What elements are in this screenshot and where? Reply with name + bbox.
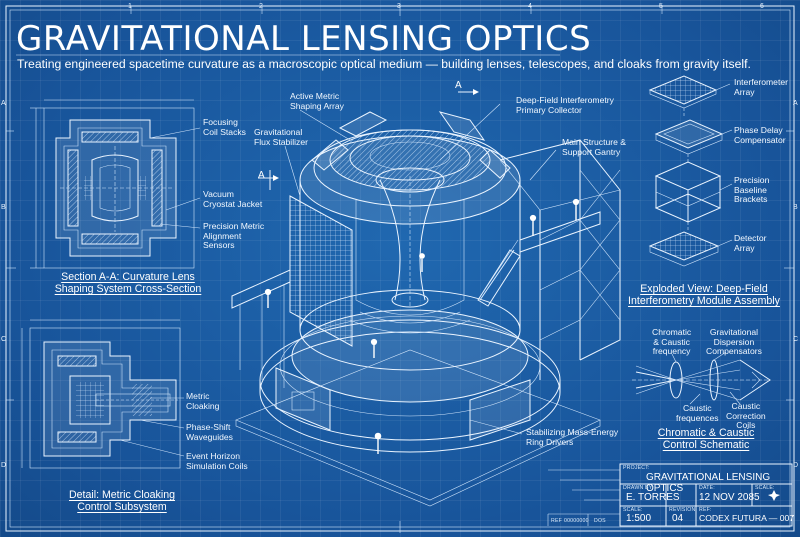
label-focusing-coils: Focusing Coil Stacks xyxy=(203,117,246,137)
section-mark-a-top: A xyxy=(455,80,462,91)
border-marker-top-3: 3 xyxy=(397,3,401,10)
tb-date-label: DATE: xyxy=(699,485,715,491)
label-baseline-brackets: Precision Baseline Brackets xyxy=(734,175,770,205)
tb-revision-label: REVISION: xyxy=(669,507,698,513)
border-marker-top-5: 5 xyxy=(659,3,663,10)
label-waveguides: Phase-Shift Waveguides xyxy=(186,422,233,442)
label-flux-stabilizer: Gravitational Flux Stabilizer xyxy=(254,127,308,147)
tb-scale-label-top: SCALE: xyxy=(755,485,775,491)
label-phase-delay: Phase Delay Compensator xyxy=(734,125,786,145)
border-marker-top-1: 1 xyxy=(128,3,132,10)
tb-ref: CODEX FUTURA — 007 xyxy=(699,513,795,523)
exploded-view-drawing xyxy=(648,75,733,267)
tb-ref-small: 00000000 xyxy=(564,518,589,524)
tb-scale-label: SCALE: xyxy=(623,507,643,513)
border-marker-left-a: A xyxy=(1,100,6,107)
figures xyxy=(264,198,580,454)
border-marker-right-b: B xyxy=(793,204,798,211)
cloak-detail-drawing xyxy=(21,319,185,469)
main-assembly-drawing xyxy=(231,89,621,507)
label-interferometer-array: Interferometer Array xyxy=(734,77,788,97)
tb-scale: 1:500 xyxy=(626,513,652,524)
label-metric-cloaking: Metric Cloaking xyxy=(186,391,220,411)
label-alignment-sensors: Precision Metric Alignment Sensors xyxy=(203,221,265,251)
label-gantry: Main Structure & Support Gantry xyxy=(562,137,626,157)
caption-cloak-detail: Detail: Metric Cloaking Control Subsyste… xyxy=(69,489,175,513)
border-marker-right-d: D xyxy=(793,462,799,469)
tb-project-label: PROJECT: xyxy=(623,465,650,471)
label-ring-drivers: Stabilizing Mass-Energy Ring Drivers xyxy=(526,427,619,447)
tb-ref-small-label: REF xyxy=(551,518,562,524)
title-block-frame xyxy=(547,463,793,527)
label-dispersion-compensators: Gravitational Dispersion Compensators xyxy=(706,327,762,357)
section-a-drawing xyxy=(30,99,201,269)
caption-section-a: Section A-A: Curvature Lens Shaping Syst… xyxy=(54,271,202,295)
label-primary-collector: Deep-Field Interferometry Primary Collec… xyxy=(516,95,614,115)
tb-dos-label: DOS xyxy=(594,518,606,524)
label-horizon-coils: Event Horizon Simulation Coils xyxy=(186,451,248,471)
tb-drawn-by: E. TORRES xyxy=(626,492,680,503)
tb-drawn-by-label: DRAWN BY: xyxy=(623,485,654,491)
border-marker-left-c: C xyxy=(1,336,7,343)
label-shaping-array: Active Metric Shaping Array xyxy=(290,91,344,111)
border-marker-top-2: 2 xyxy=(259,3,263,10)
section-mark-a-left: A xyxy=(258,170,265,181)
caption-exploded-view: Exploded View: Deep-Field Interferometry… xyxy=(628,283,780,307)
border-marker-right-c: C xyxy=(793,336,799,343)
caption-chromatic-schematic: Chromatic & Caustic Control Schematic xyxy=(657,427,755,451)
label-correction-coils: Caustic Correction Coils xyxy=(726,401,766,431)
border-marker-top-4: 4 xyxy=(528,3,532,10)
border-marker-left-b: B xyxy=(1,204,6,211)
label-caustic-frequency: Chromatic & Caustic frequency xyxy=(652,327,692,357)
border-marker-top-6: 6 xyxy=(760,3,764,10)
tb-date: 12 NOV 2085 xyxy=(699,492,760,503)
sheet-border xyxy=(5,4,795,533)
chromatic-schematic-drawing xyxy=(632,351,771,405)
page-subtitle: Treating engineered spacetime curvature … xyxy=(17,57,751,71)
label-caustic-frequences: Caustic frequences xyxy=(676,403,719,423)
tb-ref-label: REF: xyxy=(699,507,712,513)
border-marker-left-d: D xyxy=(1,462,7,469)
page-title: GRAVITATIONAL LENSING OPTICS xyxy=(16,19,592,59)
label-detector-array: Detector Array xyxy=(734,233,767,253)
tb-revision: 04 xyxy=(672,513,684,524)
label-vacuum-jacket: Vacuum Cryostat Jacket xyxy=(203,189,263,209)
border-marker-right-a: A xyxy=(793,100,798,107)
tb-project: GRAVITATIONAL LENSING OPTICS xyxy=(646,472,771,494)
